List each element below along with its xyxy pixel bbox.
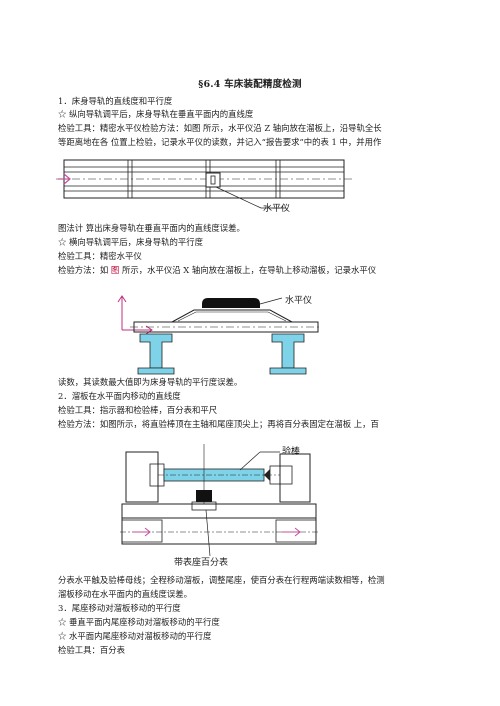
section-1-item-1: ☆ 纵向导轨调平后，床身导轨在垂直平面内的直线度	[58, 109, 254, 119]
section-1-after-figure-2: 读数，其读数最大值即为床身导轨的平行度误差。	[58, 377, 243, 387]
section-1-item-2: ☆ 横向导轨调平后，床身导轨的平行度	[58, 237, 204, 247]
section-1-heading: 1．床身导轨的直线度和平行度	[58, 96, 173, 106]
method-text-b: 所示，水平仪沿 X 轴向放在溜板上，在导轨上移动溜板，记录水平仪	[119, 265, 377, 275]
figure-3-label-dial: 带表座百分表	[174, 558, 229, 568]
section-1-tool-line-2: 等距离地在各 位置上检验，记录水平仪的读数，并记入“报告要求”中的表 1 中，并…	[58, 137, 382, 147]
section-1-item-2-method: 检验方法：如 图 所示，水平仪沿 X 轴向放在溜板上，在导轨上移动溜板，记录水平…	[58, 264, 450, 276]
figure-3-label-test-bar: 验棒	[282, 447, 301, 457]
section-3-item-1: ☆ 垂直平面内尾座移动对溜板移动的平行度	[58, 617, 220, 627]
section-2-after-figure-line-2: 溜板移动在水平面内的直线度误差。	[58, 589, 192, 599]
figure-reference-link[interactable]: 图	[110, 265, 120, 275]
section-3-item-2: ☆ 水平面内尾座移动对溜板移动的平行度	[58, 631, 212, 641]
section-2-tool: 检验工具：指示器和检验棒，百分表和平尺	[58, 405, 218, 415]
section-3-tool: 检验工具：百分表	[58, 645, 125, 655]
figure-1-rail-top-view	[56, 159, 352, 209]
section-1-after-figure-1: 图法计 算出床身导轨在垂直平面内的直线度误差。	[58, 223, 245, 233]
section-1-item-2-tool: 检验工具：精密水平仪	[58, 251, 142, 261]
section-1-tool-line-1: 检验工具：精密水平仪检验方法：如图 所示，水平仪沿 Z 轴向放在溜板上，沿导轨全…	[58, 123, 382, 133]
section-2-heading: 2．溜板在水平面内移动的直线度	[58, 391, 181, 401]
method-text-a: 检验方法：如	[58, 265, 111, 275]
page-title: §6.4 车床装配精度检测	[198, 79, 302, 90]
section-3-heading: 3．尾座移动对溜板移动的平行度	[58, 603, 181, 613]
section-2-method: 检验方法：如图所示，将直验棒顶在主轴和尾座顶尖上；再将百分表固定在溜板 上，百	[58, 419, 379, 429]
figure-3-lathe-test-bar	[120, 444, 320, 557]
section-2-after-figure-line-1: 分表水平触及验棒母线；全程移动溜板，调整尾座，使百分表在行程两端读数相等，检测	[58, 575, 385, 585]
figure-2-label: 水平仪	[285, 296, 313, 306]
figure-2-cross-section	[117, 295, 322, 375]
figure-1-label: 水平仪	[263, 204, 291, 214]
z-axis-arrow	[58, 173, 71, 185]
